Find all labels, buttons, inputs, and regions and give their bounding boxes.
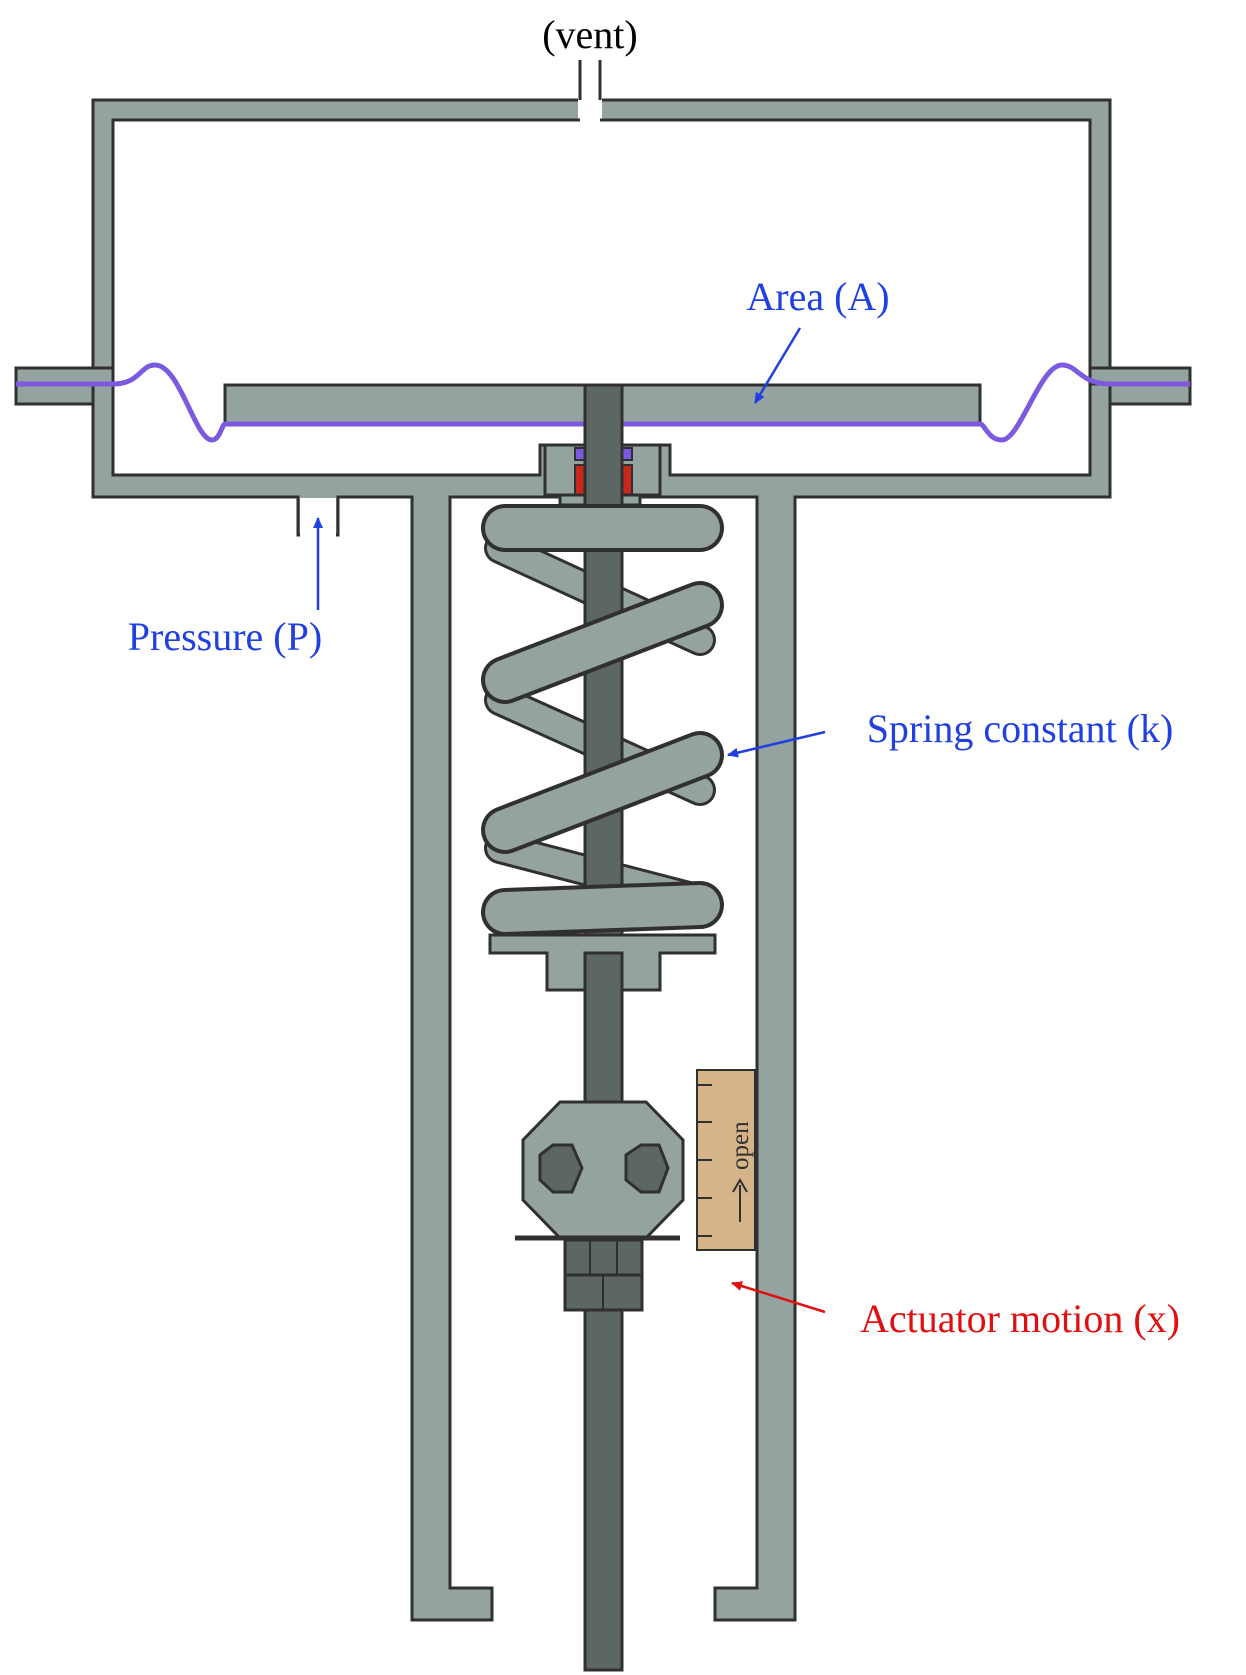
pressure-label: Pressure (P) [128, 614, 322, 659]
scale-ticks [697, 1084, 712, 1237]
spring-front-coils [481, 504, 724, 936]
scale-open-label: open [727, 1121, 754, 1170]
motion-label: Actuator motion (x) [860, 1296, 1180, 1341]
area-label: Area (A) [746, 274, 889, 319]
lock-nut-upper [563, 1238, 644, 1277]
arrow-right-icon [732, 1178, 748, 1222]
hex-nut-icon [624, 1143, 670, 1194]
area-arrow [753, 327, 802, 404]
vent-label: (vent) [542, 12, 638, 57]
hex-nut-icon [538, 1143, 584, 1194]
spring-arrow [727, 730, 826, 758]
spring-label: Spring constant (k) [867, 706, 1174, 751]
motion-arrow [731, 1281, 826, 1314]
diaphragm [16, 362, 1190, 443]
